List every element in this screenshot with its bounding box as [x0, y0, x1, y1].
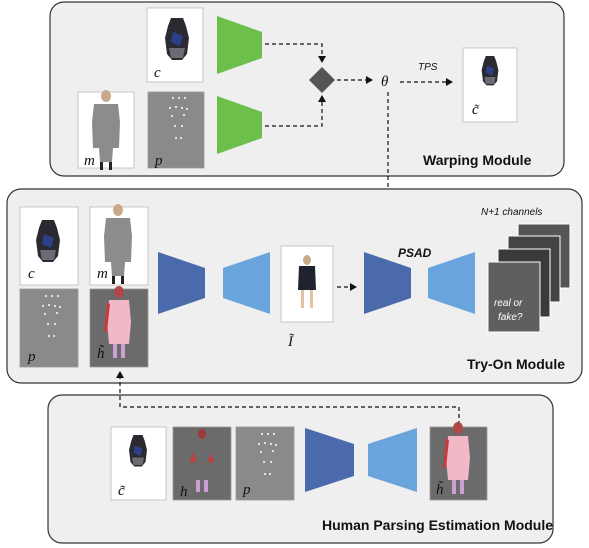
tryon-person-m-image: [89, 204, 149, 286]
tryon-module-title: Try-On Module: [467, 356, 565, 372]
psad-encoder: [364, 252, 411, 314]
label-c-warp: c: [154, 65, 161, 81]
tryon-encoder: [158, 252, 205, 314]
parse-warped-cloth-image: [110, 426, 167, 501]
arrow-parse-to-tryon: [116, 371, 460, 425]
label-p-parse: p: [242, 482, 251, 498]
label-i-tilde: Ĩ: [287, 333, 295, 350]
label-h-tilde-parse: h̃: [436, 481, 444, 498]
parse-pose-p-image: [235, 426, 295, 501]
person-m-image: [77, 90, 135, 170]
cloth-c-image: [146, 7, 204, 83]
parse-h-image: [172, 426, 232, 501]
label-p-tryon: p: [27, 349, 36, 365]
parse-output-h-tilde-image: [429, 422, 488, 501]
parse-decoder: [368, 428, 417, 492]
arrow-bottom-to-corr: [265, 95, 326, 127]
label-h-tilde-tryon: h̃: [97, 345, 105, 362]
correlation-diamond: [309, 67, 335, 93]
label-h-parse: h: [180, 484, 188, 500]
label-m-tryon: m: [97, 266, 108, 282]
tryon-output-image: [280, 245, 334, 323]
channels-label: N+1 channels: [481, 207, 542, 218]
label-c-tilde-parse: c̃: [118, 483, 125, 499]
warp-encoder-top: [217, 16, 262, 74]
warping-module-title: Warping Module: [423, 152, 532, 168]
tryon-parse-h-tilde-image: [89, 286, 149, 368]
warp-encoder-bottom: [217, 96, 262, 154]
parse-encoder: [305, 428, 354, 492]
tryon-pose-p-image: [19, 288, 79, 368]
warped-cloth-image: [462, 47, 518, 123]
tryon-decoder: [223, 252, 270, 314]
label-theta: θ: [381, 74, 389, 90]
pose-p-image: [147, 91, 205, 169]
label-c-tilde-warp: c̃: [472, 102, 479, 118]
fake-label: fake?: [498, 312, 523, 323]
label-c-tryon: c: [28, 266, 35, 282]
parsing-module-title: Human Parsing Estimation Module: [322, 517, 553, 533]
tryon-cloth-c-image: [19, 206, 79, 286]
real-or-label: real or: [494, 298, 523, 309]
psad-decoder: [428, 252, 475, 314]
label-m-warp: m: [84, 153, 95, 169]
psad-label: PSAD: [398, 246, 432, 260]
output-channel-stack: [487, 223, 571, 333]
arrow-top-to-corr: [265, 43, 326, 63]
label-tps: TPS: [418, 62, 438, 73]
label-p-warp: p: [154, 153, 163, 169]
